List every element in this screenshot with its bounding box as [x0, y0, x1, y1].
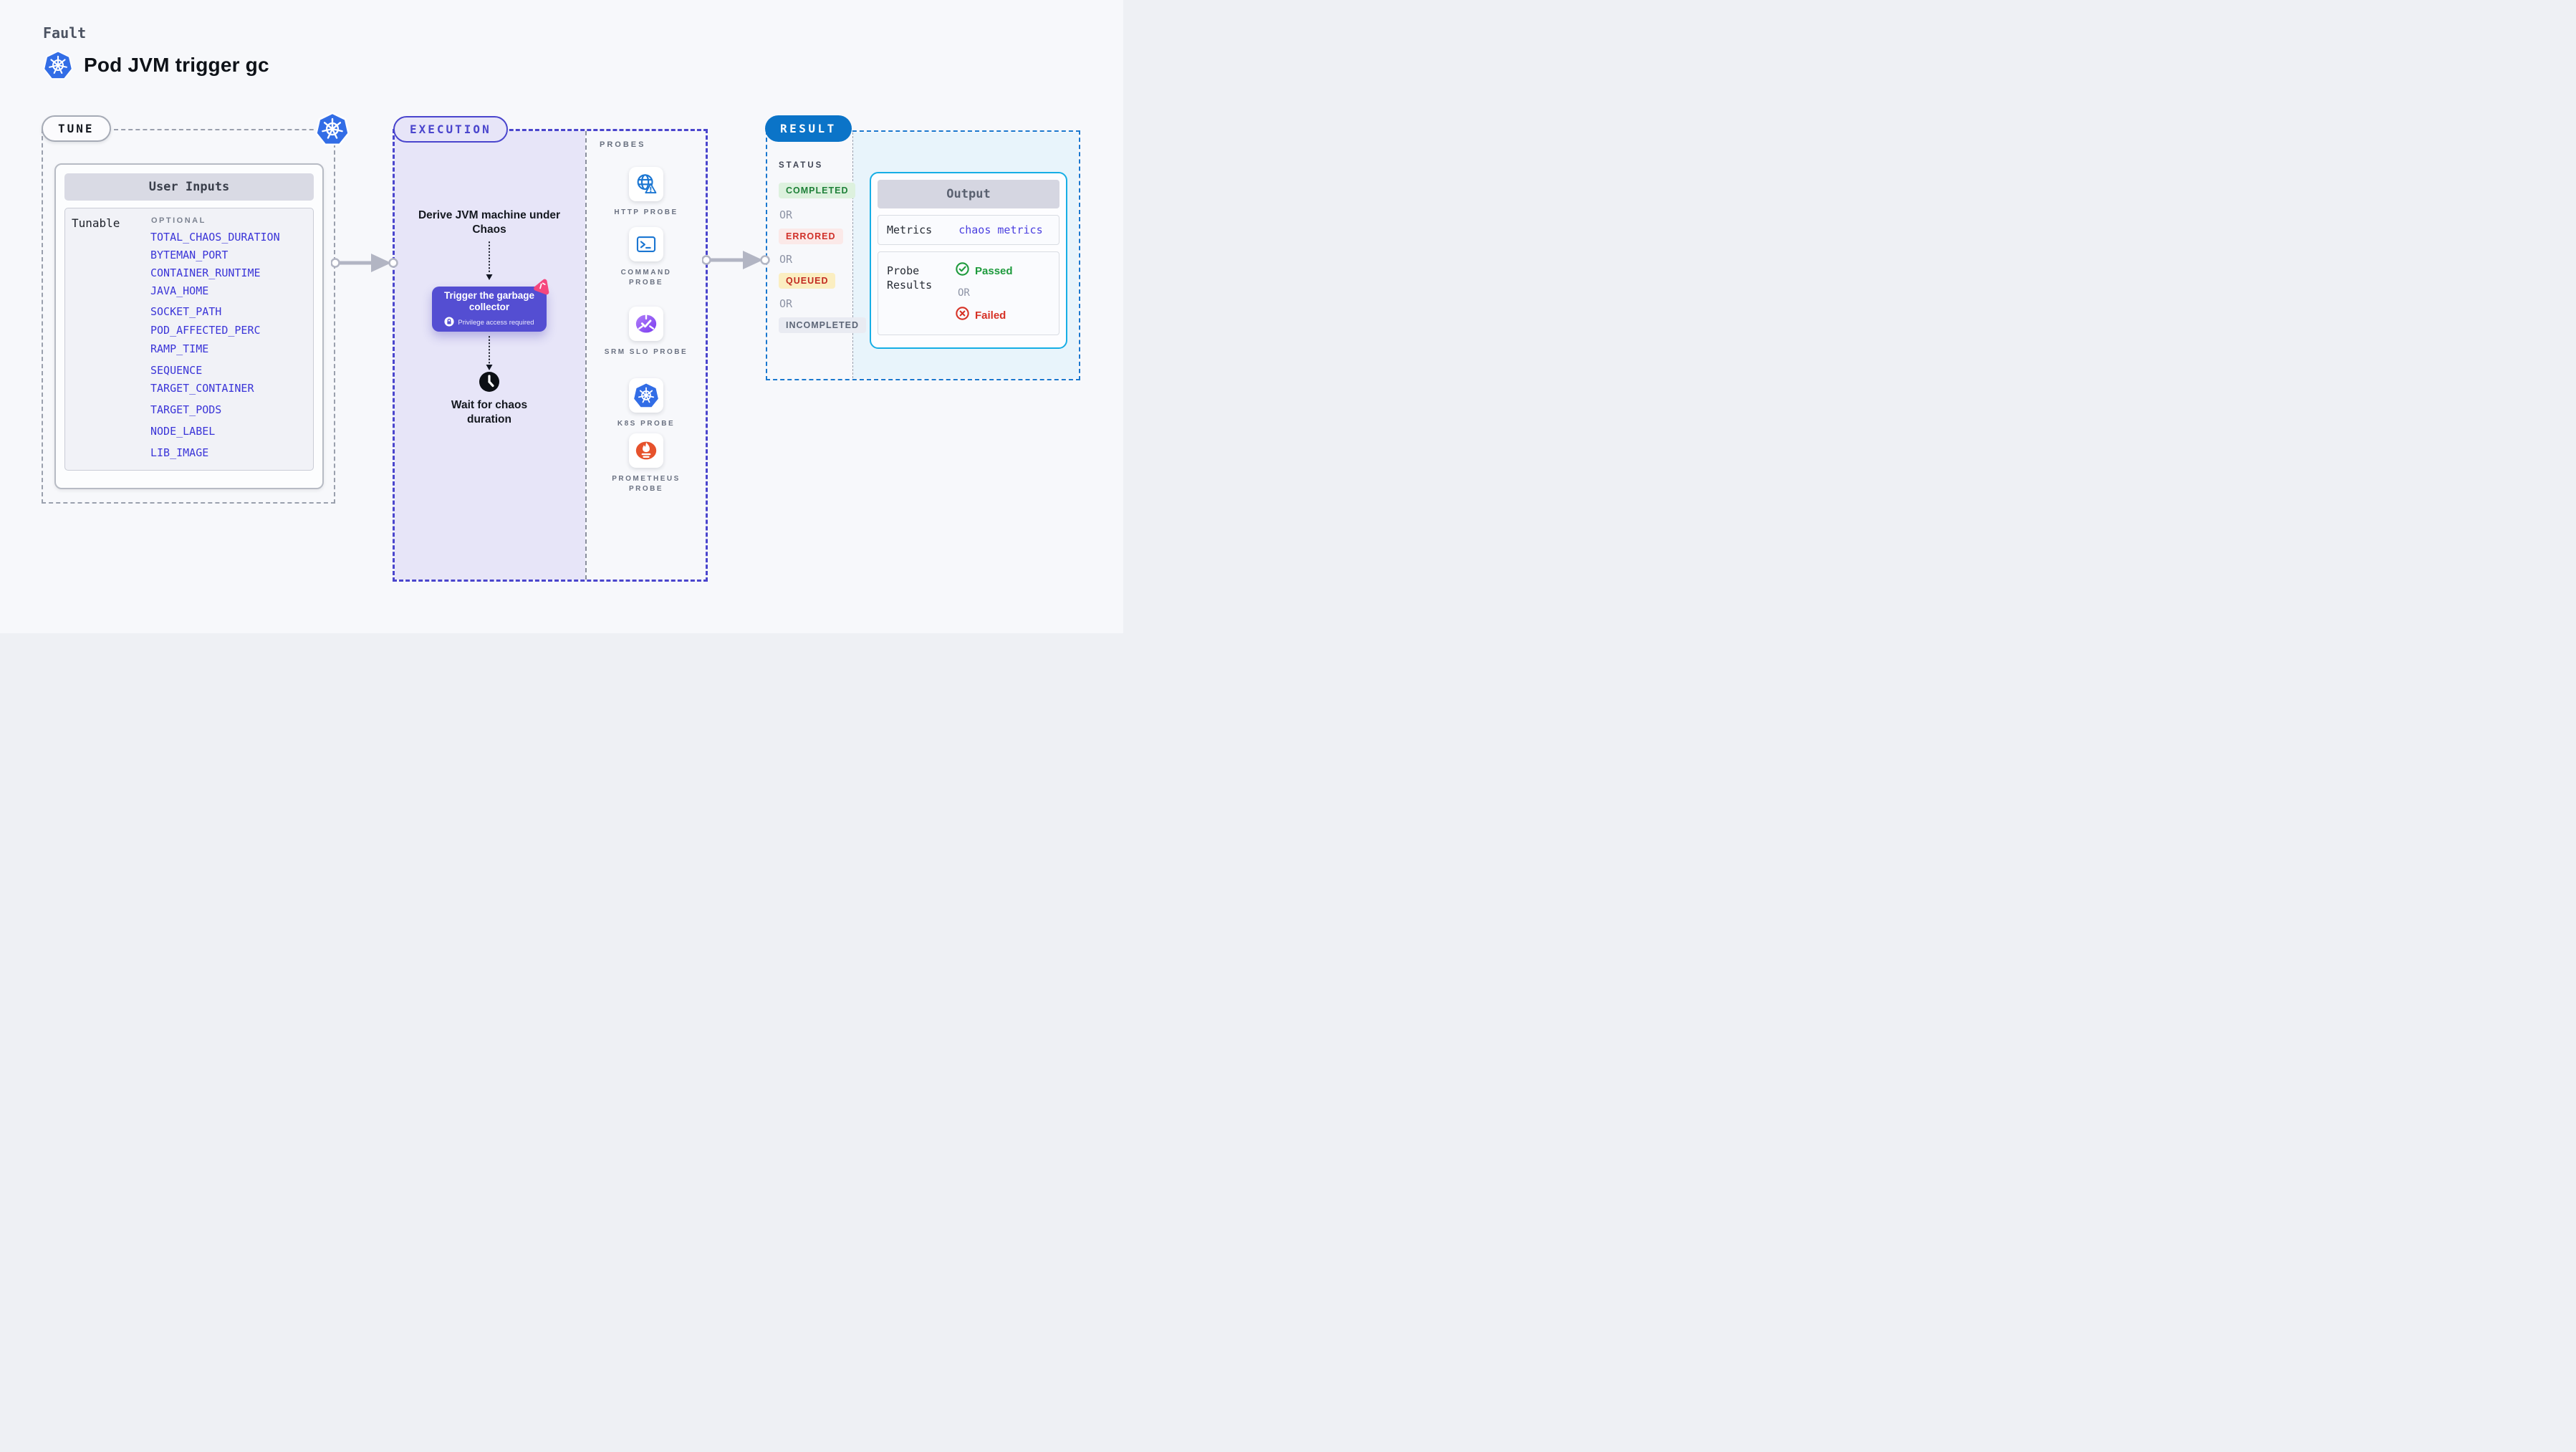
failed-line: Failed — [956, 307, 1013, 324]
probe-label: PROMETHEUS PROBE — [612, 475, 681, 493]
status-badge-incompleted: INCOMPLETED — [779, 317, 866, 333]
env-var-link[interactable]: RAMP_TIME — [150, 342, 209, 355]
derive-step-label: Derive JVM machine under Chaos — [418, 209, 561, 236]
execution-to-result-arrow — [702, 251, 770, 269]
lock-icon — [444, 316, 454, 329]
probes-column-label: PROBES — [600, 140, 646, 149]
fault-diagram-page: Fault Pod JVM trigger gc TUNE — [0, 0, 1123, 633]
probe-label: HTTP PROBE — [614, 208, 678, 216]
output-card: Output Metrics chaos metrics Probe Resul… — [870, 172, 1067, 349]
page-title: Pod JVM trigger gc — [84, 54, 269, 76]
probe-results-values: Passed OR Failed — [956, 262, 1013, 324]
probe-item-k8s: K8S PROBE — [603, 378, 689, 429]
tunable-label: Tunable — [72, 216, 120, 230]
or-separator: OR — [779, 208, 793, 221]
env-var-link[interactable]: TOTAL_CHAOS_DURATION — [150, 231, 280, 244]
page-title-row: Pod JVM trigger gc — [43, 50, 269, 80]
check-circle-icon — [956, 262, 969, 279]
passed-line: Passed — [956, 262, 1013, 279]
execution-section-box — [393, 129, 708, 582]
probe-label: K8S PROBE — [617, 420, 676, 428]
flow-arrow-down — [486, 336, 493, 370]
env-var-link[interactable]: SOCKET_PATH — [150, 305, 222, 318]
tune-badge: TUNE — [42, 115, 111, 142]
kubernetes-icon — [43, 50, 73, 80]
user-inputs-header: User Inputs — [64, 173, 314, 201]
env-var-link[interactable]: TARGET_PODS — [150, 403, 222, 416]
chaos-logo-icon — [532, 278, 551, 300]
globe-alert-icon — [629, 167, 663, 201]
result-divider — [852, 133, 853, 378]
result-section-box — [766, 130, 1080, 380]
or-separator: OR — [779, 297, 793, 310]
passed-label: Passed — [975, 264, 1013, 277]
fault-category-label: Fault — [43, 24, 87, 42]
probe-label: SRM SLO PROBE — [604, 348, 688, 356]
execution-badge: EXECUTION — [393, 116, 508, 143]
privilege-note: Privilege access required — [444, 316, 534, 329]
execution-flow-area — [395, 131, 585, 580]
failed-label: Failed — [975, 309, 1006, 322]
flow-arrow-down — [486, 241, 493, 280]
kubernetes-icon — [629, 378, 663, 413]
probe-item-srm-slo: SRM SLO PROBE — [603, 307, 689, 357]
x-circle-icon — [956, 307, 969, 324]
optional-column-label: OPTIONAL — [151, 216, 206, 225]
tune-to-execution-arrow — [331, 254, 398, 272]
status-badge-errored: ERRORED — [779, 229, 843, 244]
status-badge-completed: COMPLETED — [779, 183, 856, 198]
env-var-link[interactable]: CONTAINER_RUNTIME — [150, 266, 261, 279]
chaos-metrics-link[interactable]: chaos metrics — [958, 223, 1043, 236]
env-var-link[interactable]: BYTEMAN_PORT — [150, 249, 229, 261]
trigger-gc-label: Trigger the garbage collector — [443, 289, 535, 313]
probe-label: COMMAND PROBE — [620, 269, 672, 287]
env-var-link[interactable]: POD_AFFECTED_PERC — [150, 324, 261, 337]
metrics-row: Metrics chaos metrics — [878, 215, 1059, 245]
terminal-icon — [629, 227, 663, 261]
user-inputs-panel: Tunable OPTIONAL TOTAL_CHAOS_DURATION BY… — [64, 208, 314, 471]
kubernetes-icon — [315, 112, 350, 150]
clock-icon — [479, 371, 500, 396]
probe-results-label: Probe Results — [887, 264, 933, 292]
probes-divider — [585, 131, 587, 580]
status-badge-queued: QUEUED — [779, 273, 836, 289]
user-inputs-card: User Inputs Tunable OPTIONAL TOTAL_CHAOS… — [54, 163, 324, 489]
prometheus-icon — [629, 433, 663, 468]
probe-item-prometheus: PROMETHEUS PROBE — [603, 433, 689, 494]
env-var-link[interactable]: NODE_LABEL — [150, 425, 216, 438]
or-separator: OR — [958, 287, 970, 299]
privilege-note-text: Privilege access required — [458, 318, 534, 327]
probe-item-http: HTTP PROBE — [603, 167, 689, 218]
or-separator: OR — [779, 253, 793, 266]
wait-step-label: Wait for chaos duration — [451, 399, 528, 425]
probe-results-row: Probe Results Passed OR — [878, 251, 1059, 335]
trigger-gc-node[interactable]: Trigger the garbage collector Privilege … — [432, 287, 547, 332]
env-var-link[interactable]: SEQUENCE — [150, 364, 203, 377]
probe-item-command: COMMAND PROBE — [603, 227, 689, 288]
env-var-link[interactable]: TARGET_CONTAINER — [150, 382, 254, 395]
env-var-link[interactable]: JAVA_HOME — [150, 284, 209, 297]
status-column-label: STATUS — [779, 161, 824, 170]
metrics-label: Metrics — [887, 223, 933, 236]
env-var-list: TOTAL_CHAOS_DURATION BYTEMAN_PORT CONTAI… — [150, 232, 280, 458]
output-header: Output — [878, 180, 1059, 208]
slo-pie-check-icon — [629, 307, 663, 341]
env-var-link[interactable]: LIB_IMAGE — [150, 446, 209, 459]
tune-section-box — [42, 129, 335, 504]
result-badge: RESULT — [765, 115, 852, 142]
